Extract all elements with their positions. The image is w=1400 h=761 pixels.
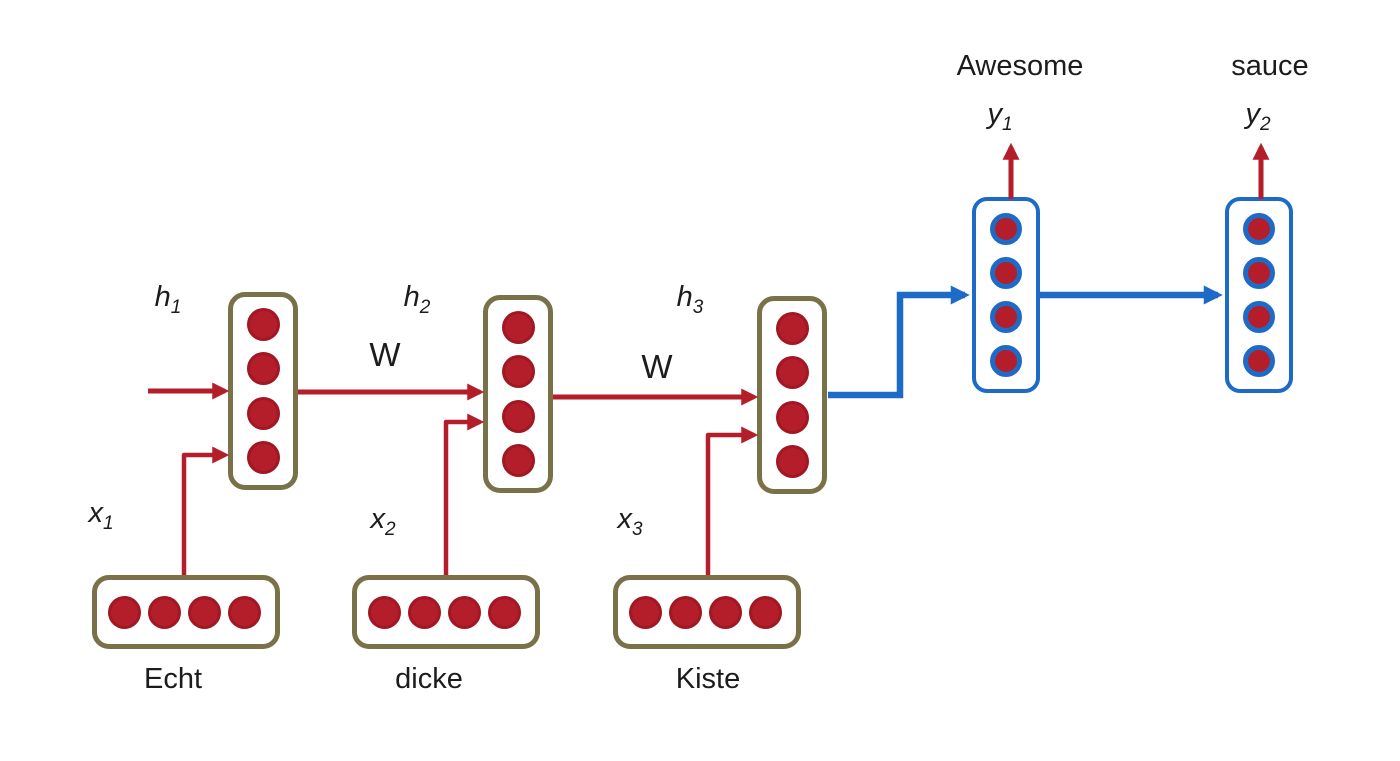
neuron-dot (246, 308, 280, 342)
neuron-dot (246, 440, 280, 474)
arrow-h3-to-decoder1 (828, 285, 970, 399)
input-word-1: Echt (143, 663, 203, 695)
neuron-dot-ringed (1243, 345, 1275, 377)
arrow-x3-to-h3 (705, 426, 759, 575)
hidden-state-label-3: h3 (676, 281, 704, 318)
arrow-x2-to-h2 (443, 413, 485, 575)
neuron-dot (775, 312, 809, 346)
neuron-dot (501, 311, 535, 345)
arrow-x1-to-h1 (181, 446, 230, 575)
hidden-state-label-2: h2 (403, 281, 431, 318)
encoder-hidden-box-3 (757, 296, 827, 494)
neuron-dot (488, 595, 521, 629)
input-label-2: x2 (370, 503, 396, 540)
neuron-dot (749, 595, 782, 629)
neuron-dot (228, 595, 261, 629)
neuron-dot (709, 595, 742, 629)
neuron-dot (501, 399, 535, 433)
neuron-dot (448, 595, 481, 629)
output-word-2: sauce (1231, 50, 1309, 82)
neuron-dot-ringed (990, 345, 1022, 377)
neuron-dot (775, 400, 809, 434)
encoder-hidden-box-2 (483, 295, 553, 493)
input-vector-box-1 (92, 575, 280, 649)
output-word-1: Awesome (956, 50, 1084, 82)
neuron-dot (368, 595, 401, 629)
decoder-state-box-2 (1225, 197, 1293, 393)
neuron-dot-ringed (990, 301, 1022, 333)
neuron-dot (246, 396, 280, 430)
input-label-3: x3 (617, 503, 643, 540)
neuron-dot (501, 355, 535, 389)
neuron-dot (775, 356, 809, 390)
neuron-dot-ringed (1243, 213, 1275, 245)
input-vector-box-2 (352, 575, 540, 649)
output-label-2: y2 (1245, 98, 1271, 135)
decoder-state-box-1 (972, 197, 1040, 393)
neuron-dot (669, 595, 702, 629)
encoder-hidden-box-1 (228, 292, 298, 490)
neuron-dot (775, 444, 809, 478)
neuron-dot (629, 595, 662, 629)
neuron-dot (246, 352, 280, 386)
neuron-dot (108, 595, 141, 629)
input-vector-box-3 (613, 575, 801, 649)
neuron-dot (408, 595, 441, 629)
output-label-1: y1 (987, 98, 1013, 135)
weight-label-1: W (369, 336, 401, 373)
weight-label-2: W (641, 348, 673, 385)
input-word-3: Kiste (675, 663, 741, 695)
neuron-dot-ringed (990, 257, 1022, 289)
neuron-dot-ringed (1243, 301, 1275, 333)
neuron-dot-ringed (990, 213, 1022, 245)
input-label-1: x1 (88, 497, 114, 534)
neuron-dot (188, 595, 221, 629)
neuron-dot-ringed (1243, 257, 1275, 289)
hidden-state-label-1: h1 (154, 281, 182, 318)
input-word-2: dicke (395, 663, 463, 695)
neuron-dot (501, 443, 535, 477)
neuron-dot (148, 595, 181, 629)
